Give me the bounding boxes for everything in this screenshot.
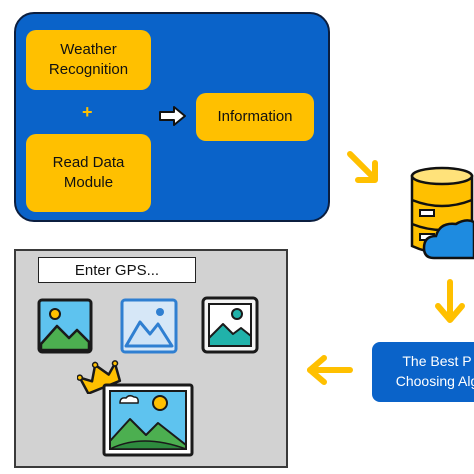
information-box: Information	[196, 93, 314, 141]
result-line-2: Choosing Alg	[395, 373, 474, 389]
image-icon	[120, 298, 178, 354]
result-line-1: The Best P	[402, 353, 472, 370]
arrow-left-icon	[307, 355, 353, 385]
image-icon	[102, 383, 194, 457]
read-data-module-box: Read Data Module	[26, 134, 151, 212]
database-cloud-icon	[410, 166, 474, 260]
image-icon	[201, 296, 259, 354]
arrow-down-icon	[435, 279, 465, 323]
image-icon	[37, 298, 93, 354]
plus-sign: +	[82, 102, 93, 122]
crown-icon	[77, 360, 122, 394]
gps-input[interactable]: Enter GPS...	[38, 257, 196, 283]
weather-recognition-box: Weather Recognition	[26, 30, 151, 90]
best-result-box: The Best P Choosing Alg	[372, 342, 474, 402]
arrow-down-icon	[347, 151, 378, 183]
arrow-right-icon	[159, 106, 186, 126]
